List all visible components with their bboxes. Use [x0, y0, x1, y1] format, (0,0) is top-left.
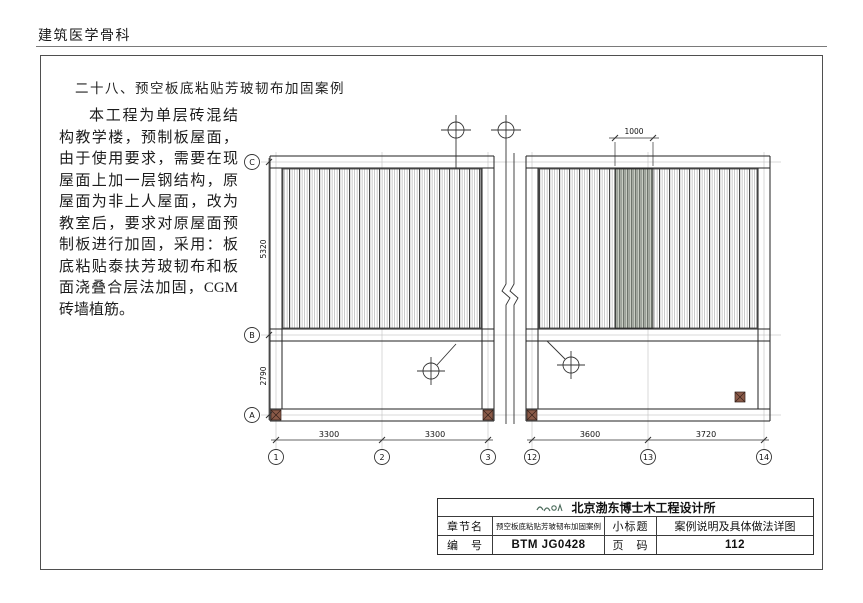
- dim-bottom-4: 3720: [696, 430, 716, 439]
- title-block-grid: 章节名 预空板底粘贴芳玻韧布加固案例 小标题 案例说明及具体做法详图 编 号 B…: [438, 517, 813, 554]
- titleblock-subtitle-value: 案例说明及具体做法详图: [657, 517, 813, 536]
- grid-bubbles: [244, 154, 772, 465]
- grid-label-12: 12: [527, 453, 537, 462]
- company-name: 北京渤东博士木工程设计所: [571, 501, 716, 515]
- dim-bottom-2: 3300: [425, 430, 445, 439]
- title-block-company-row: 北京渤东博士木工程设计所: [438, 499, 813, 517]
- grid-label-2: 2: [379, 453, 384, 462]
- slab-panels: [282, 168, 758, 329]
- dim-top: 1000: [624, 127, 643, 136]
- grid-label-C: C: [249, 158, 255, 167]
- description-text: 本工程为单层砖混结构教学楼，预制板屋面，由于使用要求，需要在现屋面上加一层钢结构…: [59, 108, 238, 318]
- walls: [269, 155, 771, 422]
- grid-label-14: 14: [759, 453, 769, 462]
- titleblock-label-chapter: 章节名: [438, 517, 493, 536]
- dim-left-lower: 2790: [259, 366, 268, 385]
- titleblock-chapter-value: 预空板底粘贴芳玻韧布加固案例: [493, 517, 605, 536]
- floor-plan-drawing: 1 2 3 12 13 14 C B A 3300 3300 3600 3720…: [244, 115, 781, 465]
- page-title: 二十八、预空板底粘贴芳玻韧布加固案例: [75, 81, 345, 96]
- title-block: 北京渤东博士木工程设计所 章节名 预空板底粘贴芳玻韧布加固案例 小标题 案例说明…: [437, 498, 814, 555]
- dim-bottom-3: 3600: [580, 430, 600, 439]
- break-lines: [501, 153, 519, 424]
- header-rule: [36, 46, 827, 47]
- grid-label-A: A: [249, 411, 255, 420]
- drawing-labels: 1 2 3 12 13 14 C B A 3300 3300 3600 3720…: [249, 127, 769, 462]
- grid-label-B: B: [249, 331, 255, 340]
- grid-label-3: 3: [485, 453, 490, 462]
- titleblock-number-value: BTM JG0428: [493, 536, 605, 554]
- columns: [270, 391, 746, 421]
- grid-label-1: 1: [273, 453, 278, 462]
- dim-left-upper: 5320: [259, 239, 268, 258]
- titleblock-label-number: 编 号: [438, 536, 493, 554]
- dimension-lines: [265, 134, 769, 444]
- page-frame: 二十八、预空板底粘贴芳玻韧布加固案例 本工程为单层砖混结构教学楼，预制板屋面，由…: [40, 55, 823, 570]
- titleblock-label-subtitle: 小标题: [605, 517, 657, 536]
- detail-markers: [417, 115, 585, 385]
- company-logo-icon: [535, 502, 565, 514]
- titleblock-page-value: 112: [724, 539, 746, 551]
- dim-bottom-1: 3300: [319, 430, 339, 439]
- grid-label-13: 13: [643, 453, 653, 462]
- header-watermark: 建筑医学骨科: [38, 29, 131, 44]
- titleblock-label-page: 页 码: [605, 536, 657, 554]
- strengthened-slab-strip: [614, 168, 654, 329]
